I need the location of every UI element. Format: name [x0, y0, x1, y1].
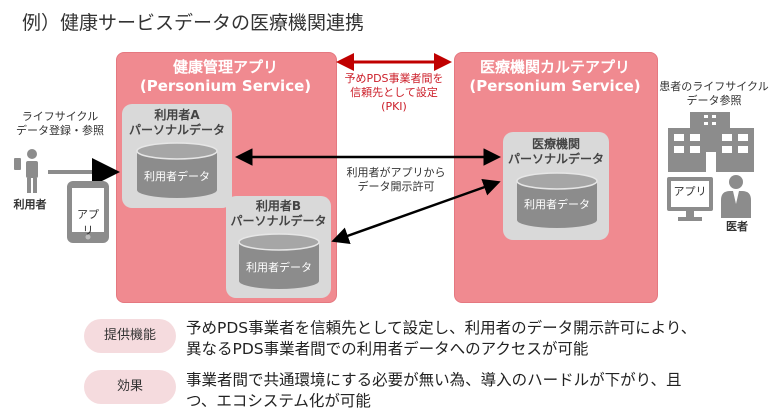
smartphone-icon: [67, 181, 109, 243]
doctor-label: 医者: [726, 220, 748, 233]
medical-app-title: 医療機関カルテアプリ (Personium Service): [469, 58, 641, 95]
user-b-link-arrow: [331, 178, 501, 245]
medical-card-title: 医療機関パーソナルデータ: [507, 137, 604, 166]
user-b-database-icon: [238, 233, 320, 289]
hospital-building-icon: [668, 112, 754, 172]
medical-database-icon: [516, 172, 598, 228]
computer-monitor-icon: [667, 177, 713, 221]
user-label: 利用者: [13, 198, 47, 211]
doctor-person-icon: [721, 175, 751, 218]
user-app-label: アプリ: [77, 208, 99, 237]
user-a-db-label: 利用者データ: [144, 170, 210, 183]
feature-label-pill: 提供機能: [84, 319, 176, 353]
user-person-icon: [14, 149, 38, 193]
health-app-title: 健康管理アプリ (Personium Service): [139, 58, 312, 95]
doctor-lifecycle-note: 患者のライフサイクルデータ参照: [659, 80, 769, 107]
medical-db-label: 利用者データ: [524, 198, 590, 211]
pki-note: 予めPDS事業者間を信頼先として設定(PKI): [344, 72, 444, 113]
user-a-database-icon: [136, 142, 218, 198]
page-title: 例）健康サービスデータの医療機関連携: [22, 12, 365, 34]
user-lifecycle-note: ライフサイクルデータ登録・参照: [16, 110, 104, 137]
doctor-app-label: アプリ: [673, 185, 707, 198]
effect-description: 事業者間で共通環境にする必要が無い為、導入のハードルが下がり、且 つ、エコシステ…: [186, 371, 682, 410]
user-b-db-label: 利用者データ: [246, 261, 312, 274]
feature-description: 予めPDS事業者を信頼先として設定し、利用者のデータ開示許可により、 異なるPD…: [186, 319, 697, 358]
permit-note: 利用者がアプリからデータ開示許可: [346, 166, 446, 193]
effect-label-pill: 効果: [84, 370, 176, 404]
